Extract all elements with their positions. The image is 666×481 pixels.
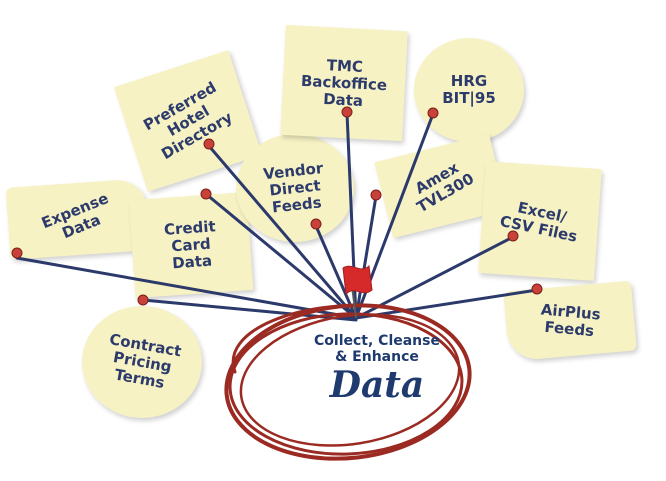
note-credit-card: Credit Card Data xyxy=(128,192,254,298)
note-label: HRG BIT|95 xyxy=(442,72,496,107)
note-label: Preferred Hotel Directory xyxy=(139,77,235,163)
note-expense-data: Expense Data xyxy=(5,178,151,260)
note-hrg-bit95: HRG BIT|95 xyxy=(414,38,524,142)
connector-vendor xyxy=(314,224,358,320)
note-airplus-feeds: AirPlus Feeds xyxy=(503,280,637,362)
note-tmc-backoffice: TMC Backoffice Data xyxy=(280,24,408,142)
note-label: AirPlus Feeds xyxy=(540,300,602,341)
flag-icon xyxy=(342,264,373,319)
note-contract-pricing: Contract Pricing Terms xyxy=(82,306,202,418)
pushpin-icon xyxy=(370,189,382,201)
note-label: Excel/ CSV Files xyxy=(498,198,579,246)
note-vendor-direct: Vendor Direct Feeds xyxy=(236,134,354,242)
note-label: Expense Data xyxy=(38,189,111,243)
note-label: Contract Pricing Terms xyxy=(107,329,183,392)
note-label: TMC Backoffice Data xyxy=(300,55,388,110)
note-label: Vendor Direct Feeds xyxy=(262,158,324,216)
center-subtitle: Collect, Cleanse & Enhance xyxy=(314,333,440,365)
connector-tmc xyxy=(345,111,358,320)
note-label: Credit Card Data xyxy=(163,216,217,272)
connector-amex xyxy=(354,194,378,320)
center-label: Collect, Cleanse & Enhance Data xyxy=(292,333,462,405)
center-title: Data xyxy=(329,364,425,406)
note-excel-csv: Excel/ CSV Files xyxy=(478,161,602,281)
note-label: Amex TVL300 xyxy=(411,158,477,217)
